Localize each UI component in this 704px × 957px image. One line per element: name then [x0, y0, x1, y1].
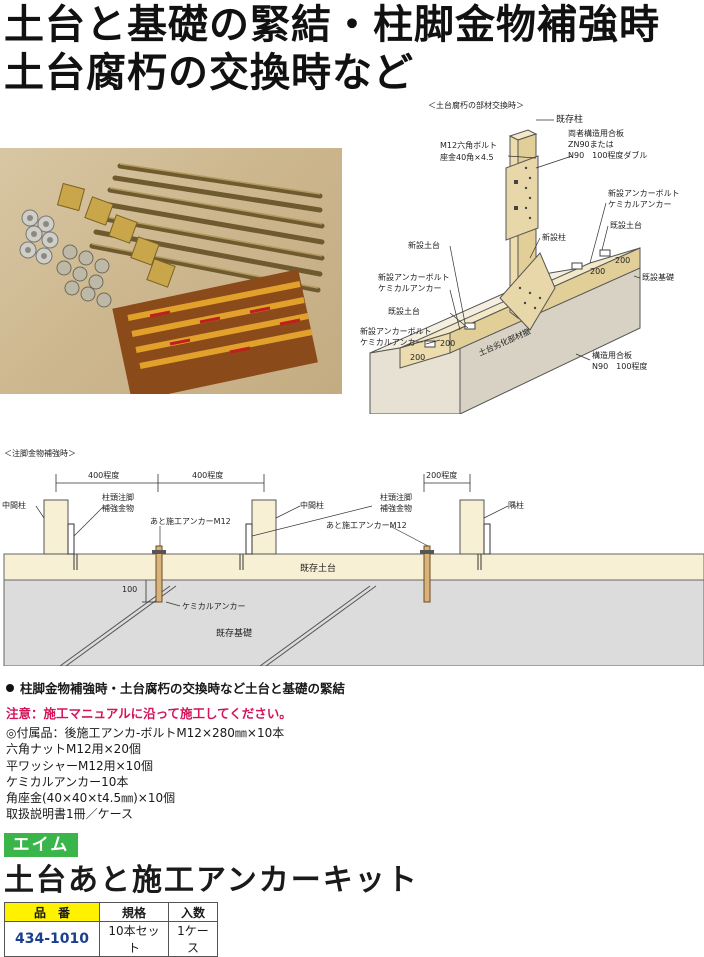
dim-200-d: 200	[615, 256, 630, 265]
label-bolt: M12六角ボルト	[440, 140, 497, 150]
anchor-nut-right	[420, 550, 434, 554]
dim-200: 200程度	[426, 470, 457, 480]
label-new-anchor-l1a: 新設アンカーボルト	[378, 272, 450, 282]
header-spec: 規格	[99, 902, 169, 922]
label-struct-plate1: 構造用合板	[592, 350, 632, 360]
label-new-anchor-l1b: ケミカルアンカー	[378, 284, 441, 293]
existing-sill-bar	[3, 553, 704, 581]
existing-foundation-block	[3, 579, 704, 666]
label-existing-sill-l: 既設土台	[388, 306, 420, 316]
product-spec: 10本セット	[99, 921, 169, 957]
hardware-left-2: 補強金物	[102, 503, 134, 513]
label-new-anchor-r2: ケミカルアンカー	[608, 200, 671, 209]
reinforcement-diagram: ＜注脚金物補強時＞ 400程度 400程度 200程度 既存土台 既存基礎	[2, 448, 704, 666]
column-plate	[505, 155, 539, 241]
middle-column-left: 中間柱	[2, 500, 26, 510]
depth-label: 100	[122, 585, 137, 594]
accessory-item: ◎付属品：後施工アンカ-ボルトM12×280㎜×10本	[6, 726, 285, 740]
label-existing-foundation: 既設基礎	[642, 272, 674, 282]
anchor-right-label: あと施工アンカーM12	[326, 520, 407, 530]
header-code: 品 番	[4, 902, 100, 922]
label-existing-sill-r: 既設土台	[610, 220, 642, 230]
existing-sill-label: 既存土台	[300, 562, 336, 574]
spec-header-row: 品 番 規格 入数	[4, 902, 218, 922]
product-photo-illustration	[19, 163, 325, 394]
feature-bullet: 柱脚金物補強時・土台腐朽の交換時など土台と基礎の緊結	[6, 678, 345, 697]
label-new-anchor-r1: 新設アンカーボルト	[608, 188, 680, 198]
label-new-anchor-l2b: ケミカルアンカー	[360, 338, 423, 347]
bullet-dot	[6, 684, 14, 692]
product-qty: 1ケース	[168, 921, 218, 957]
spec-table: 品 番 規格 入数 434-1010 10本セット 1ケース	[4, 902, 218, 957]
chemical-anchor-label: ケミカルアンカー	[182, 602, 245, 611]
dim-200-c: 200	[590, 267, 605, 276]
caution-text: 注意：施工マニュアルに沿って施工してください。	[6, 706, 292, 721]
anchor-rod-right	[423, 545, 431, 603]
label-existing-column: 既存柱	[556, 113, 583, 125]
corner-column-label: 隅柱	[508, 500, 524, 510]
anchor-left-label: あと施工アンカーM12	[150, 516, 231, 526]
feature-text: 柱脚金物補強時・土台腐朽の交換時など土台と基礎の緊結	[20, 681, 346, 696]
anchor-rod-left	[155, 545, 163, 603]
accessory-item: ケミカルアンカー10本	[6, 774, 129, 789]
table-row: 434-1010 10本セット 1ケース	[4, 921, 218, 957]
accessory-item: 取扱説明書1冊／ケース	[6, 807, 134, 822]
anchor-nut-left	[152, 550, 166, 554]
accessory-item: 平ワッシャーM12用×10個	[6, 758, 153, 773]
middle-column-right: 中間柱	[300, 500, 324, 510]
header-qty: 入数	[168, 902, 218, 922]
brand-badge: エイム	[4, 833, 78, 857]
hardware-right-1: 柱頭注脚	[380, 492, 412, 502]
accessory-item: 角座金(40×40×t4.5㎜)×10個	[6, 791, 176, 806]
headline-line2: 土台腐朽の交換時など	[4, 50, 414, 96]
accessory-list: ◎付属品：後施工アンカ-ボルトM12×280㎜×10本 六角ナットM12用×20…	[6, 725, 284, 823]
base-plate	[499, 252, 556, 331]
headline-line1: 土台と基礎の緊結・柱脚金物補強時	[4, 2, 660, 48]
label-new-sill: 新設土台	[408, 240, 440, 250]
product-name: 土台あと施工アンカーキット	[4, 863, 419, 898]
replacement-caption: ＜土台腐朽の部材交換時＞	[428, 100, 524, 110]
reinforce-caption: ＜注脚金物補強時＞	[4, 448, 76, 458]
dim-400-a: 400程度	[88, 470, 119, 480]
label-new-anchor-l2a: 新設アンカーボルト	[360, 326, 432, 336]
dim-200-a: 200	[410, 353, 425, 362]
hardware-left-1: 柱頭注脚	[102, 492, 134, 502]
product-code: 434-1010	[4, 921, 100, 957]
dim-400-b: 400程度	[192, 470, 223, 480]
label-washer: 座金40角×4.5	[440, 152, 494, 162]
label-plate1: 両者構造用合板	[568, 128, 624, 138]
label-new-column: 新設柱	[542, 232, 566, 242]
accessory-item: 六角ナットM12用×20個	[6, 742, 141, 757]
product-photo	[0, 148, 342, 394]
label-plate2: ZN90または	[568, 140, 614, 149]
label-plate3: N90 100程度ダブル	[568, 150, 647, 160]
dim-200-b: 200	[440, 339, 455, 348]
replacement-diagram: ＜土台腐朽の部材交換時＞ 200 200 200 200 土台劣化部材撤	[360, 100, 680, 414]
hardware-right-2: 補強金物	[380, 503, 412, 513]
existing-foundation-label: 既存基礎	[216, 627, 252, 639]
label-struct-plate2: N90 100程度	[592, 361, 647, 371]
